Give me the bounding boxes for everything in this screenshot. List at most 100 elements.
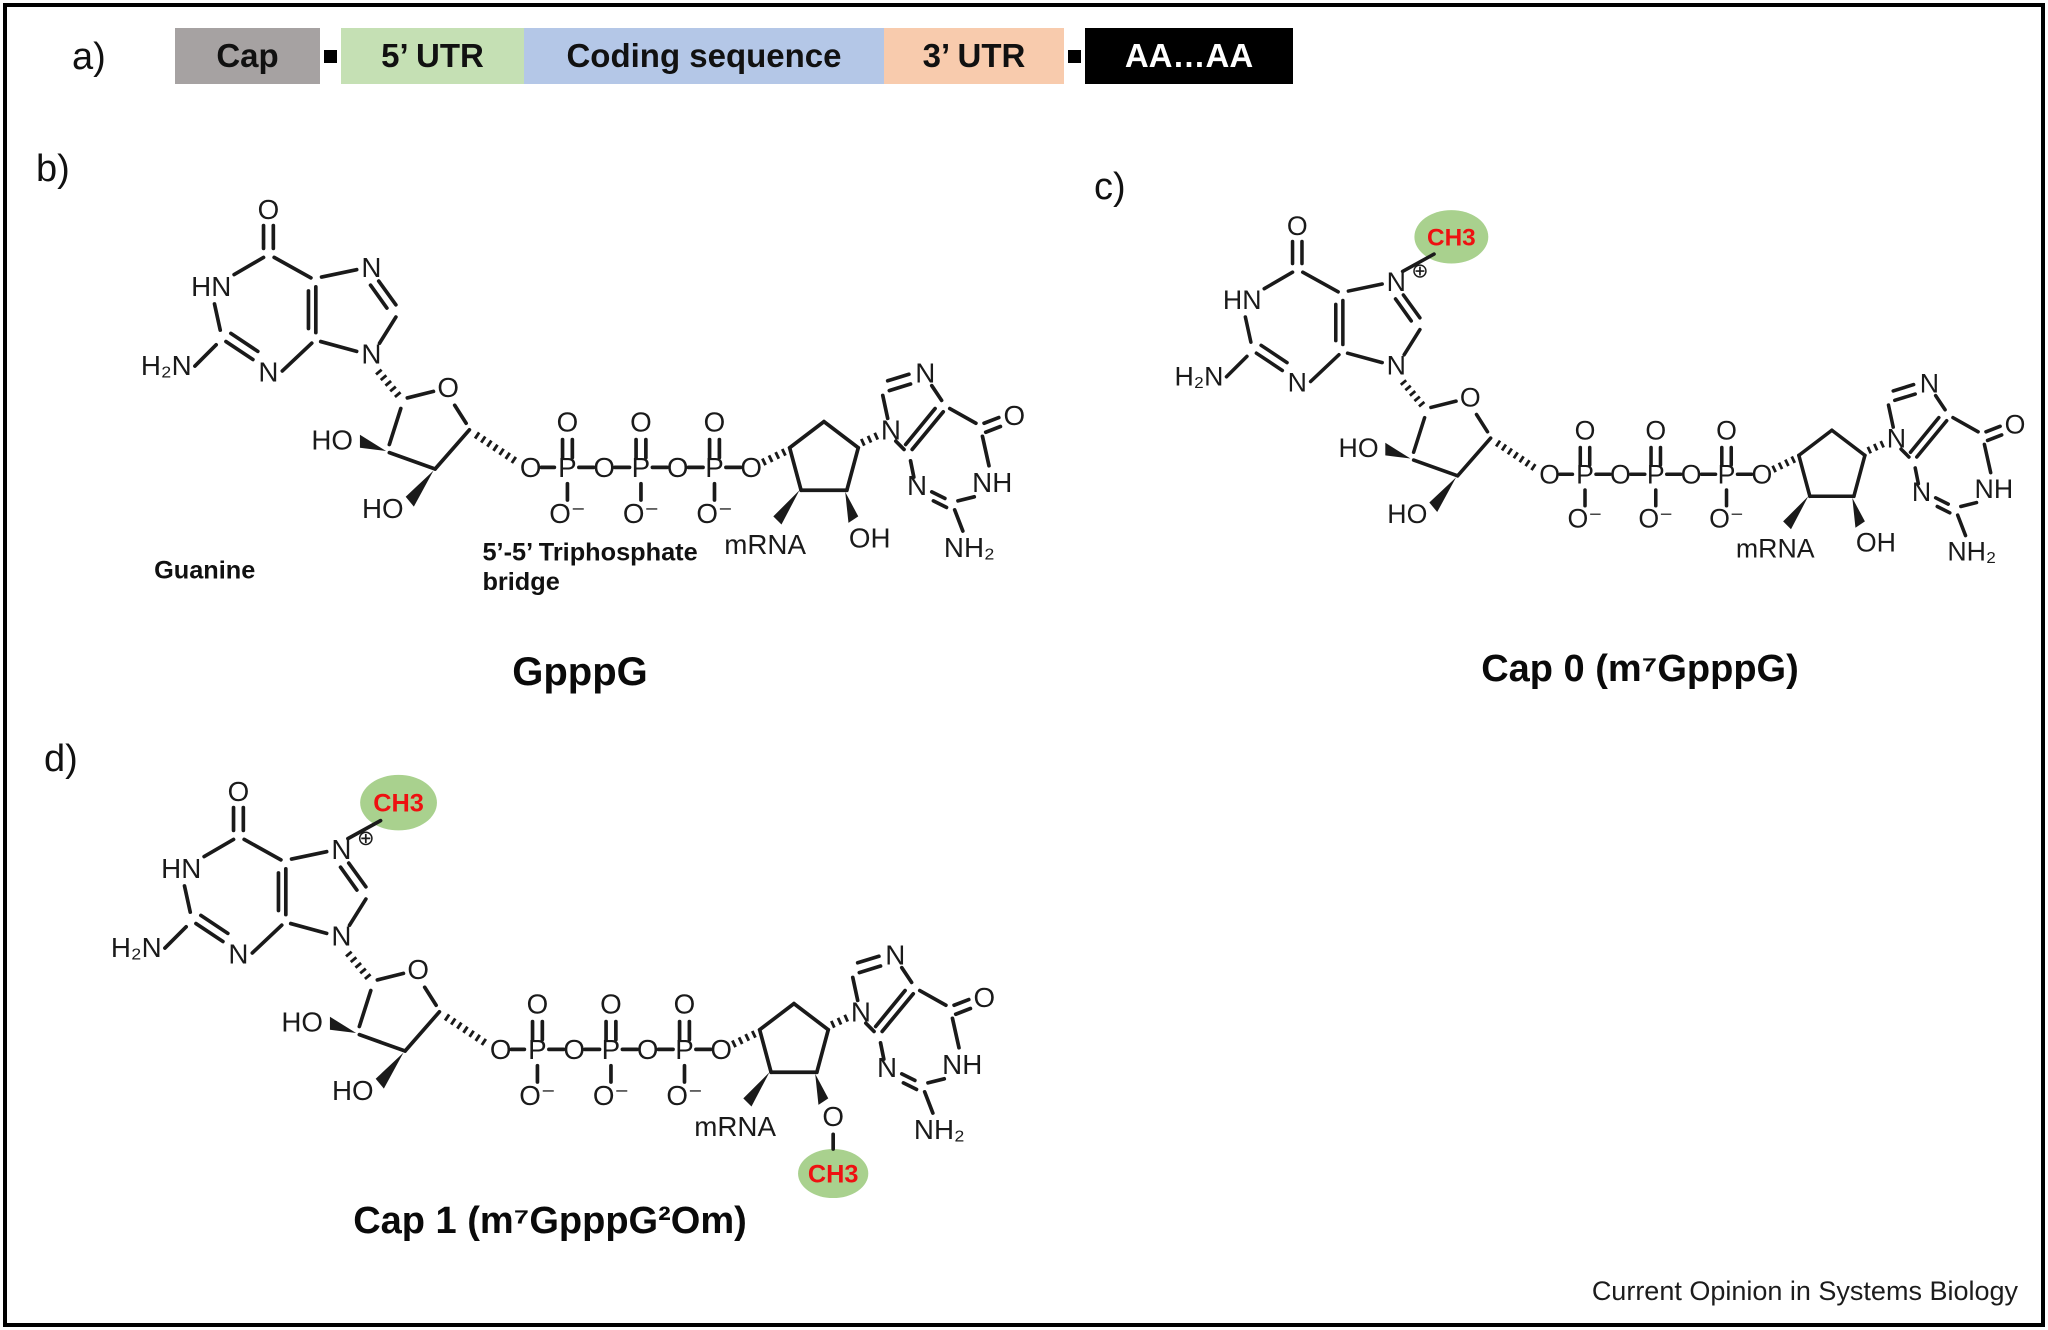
atom-P-beta: P (602, 1034, 621, 1065)
atom-O: O (258, 194, 280, 225)
panel-d-title: Cap 1 (m⁷GpppG²Om) (353, 1200, 747, 1242)
atom-O5prime: O (1539, 460, 1560, 490)
atom-ring-O: O (437, 372, 459, 403)
atom-O-bridge: O (563, 1034, 585, 1065)
atom-HO-3prime: HO (1387, 499, 1427, 529)
methyl-CH3-label: CH3 (373, 790, 424, 818)
atom-O-minus: O⁻ (1638, 504, 1673, 534)
atom-H2N: H₂N (141, 350, 192, 381)
atom-N3: N (228, 939, 248, 970)
atom-O-double: O (557, 406, 579, 437)
atom-O-minus: O⁻ (623, 498, 659, 529)
triphosphate-bridge: O P O O⁻ O P O O⁻ O P O O⁻ O (490, 988, 758, 1111)
segment-coding-sequence: Coding sequence (524, 28, 884, 84)
atom-O-ester: O (710, 1034, 732, 1065)
wedge-bond (375, 1052, 404, 1089)
connector-square (1068, 49, 1081, 63)
atom-O-2prime: O (822, 1101, 844, 1132)
wedge-bond (359, 434, 387, 452)
atom-P-beta: P (632, 452, 651, 483)
atom-O: O (974, 982, 996, 1013)
atom-NH2: NH₂ (1947, 537, 1996, 567)
atom-HO-2prime: HO (281, 1006, 323, 1037)
atom-O-bridge: O (1610, 460, 1631, 490)
annotation-triphosphate-line2: bridge (482, 568, 559, 596)
atom-P-alpha: P (1576, 460, 1594, 490)
segment-3utr: 3’ UTR (884, 28, 1064, 84)
atom-HN: HN (191, 271, 231, 302)
wedge-bond-oh (1852, 497, 1865, 528)
left-guanine-ring: O HN H₂N N N ⊕ CH3 N (111, 774, 437, 970)
journal-credit: Current Opinion in Systems Biology (1591, 1276, 2018, 1306)
atom-H2N: H₂N (1174, 361, 1223, 391)
wedge-bond-o-methyl (815, 1073, 829, 1105)
atom-N7: N (885, 939, 905, 970)
mrna-ribose-ring: mRNA OH (1736, 428, 1896, 564)
atom-OH-2prime: OH (1856, 527, 1896, 557)
atom-N9: N (1387, 350, 1406, 380)
cap1-structure: O HN H₂N N N ⊕ CH3 N O (111, 774, 995, 1199)
atom-N7: N (1920, 368, 1939, 398)
panel-c-label: c) (1094, 166, 1126, 208)
wedge-bond-mrna (743, 1072, 770, 1107)
atom-HO-2prime: HO (311, 424, 353, 455)
figure-border (3, 3, 2045, 1327)
methyl-highlight-ellipse (360, 774, 437, 831)
panel-c-title: Cap 0 (m⁷GpppG) (1481, 648, 1799, 690)
atom-N9: N (331, 921, 351, 952)
atom-O-bridge: O (667, 452, 689, 483)
atom-O5prime: O (520, 452, 542, 483)
triphosphate-bridge: O P O O⁻ O P O O⁻ O P O O⁻ O (1539, 416, 1798, 534)
atom-O-bridge: O (593, 452, 615, 483)
atom-O-minus: O⁻ (593, 1080, 629, 1111)
atom-O5prime: O (490, 1034, 512, 1065)
methyl-CH3-label: CH3 (808, 1161, 859, 1189)
atom-O-double: O (704, 406, 726, 437)
label-mrna: mRNA (724, 529, 806, 560)
atom-O-double: O (630, 406, 652, 437)
connector-square (324, 49, 337, 63)
mrna-ribose-ring: mRNA O CH3 (694, 1001, 869, 1199)
mrna-schematic-bar: Cap 5’ UTR Coding sequence 3’ UTR AA…AA (175, 28, 1293, 84)
atom-N3: N (1288, 368, 1307, 398)
atom-O-double: O (1575, 416, 1596, 446)
mrna-ribose-ring: mRNA OH (724, 419, 891, 560)
left-ribose-ring: O HO HO (311, 368, 518, 524)
atom-N3: N (1912, 477, 1931, 507)
triphosphate-bridge: O P O O⁻ O P O O⁻ O P O O⁻ O (520, 406, 788, 529)
segment-cap: Cap (175, 28, 320, 84)
atom-O-double: O (674, 988, 696, 1019)
atom-N7: N (915, 357, 935, 388)
atom-ring-O: O (1460, 383, 1481, 413)
atom-O: O (228, 776, 250, 807)
atom-O-minus: O⁻ (666, 1080, 702, 1111)
atom-P-alpha: P (558, 452, 577, 483)
atom-N9: N (881, 415, 901, 446)
atom-NH2: NH₂ (944, 532, 995, 563)
atom-O-minus: O⁻ (549, 498, 585, 529)
atom-N3: N (258, 357, 278, 388)
left-guanine-ring: O HN H₂N N N ⊕ CH3 N (1174, 210, 1489, 398)
atom-N9: N (851, 997, 871, 1028)
right-guanine-ring: N N O NH N NH₂ (851, 939, 995, 1145)
annotation-guanine: Guanine (154, 556, 255, 584)
left-ribose-ring: O HO HO (281, 950, 488, 1106)
atom-O-ester: O (740, 452, 762, 483)
atom-NH: NH (1975, 474, 2014, 504)
wedge-bond (1429, 477, 1457, 512)
methyl-highlight-ellipse (1414, 210, 1489, 264)
atom-HO-2prime: HO (1339, 433, 1379, 463)
atom-O-ester: O (1752, 460, 1773, 490)
atom-P-gamma: P (705, 452, 724, 483)
wedge-bond-mrna (1783, 496, 1809, 530)
atom-NH2: NH₂ (914, 1114, 965, 1145)
wedge-bond (1385, 442, 1411, 459)
atom-HO-3prime: HO (332, 1075, 374, 1106)
wedge-bond (405, 470, 434, 507)
atom-O-double: O (1645, 416, 1666, 446)
wedge-bond-mrna (773, 490, 800, 525)
panel-b-title: GpppG (512, 650, 648, 694)
segment-5utr: 5’ UTR (341, 28, 524, 84)
atom-O-double: O (527, 988, 549, 1019)
